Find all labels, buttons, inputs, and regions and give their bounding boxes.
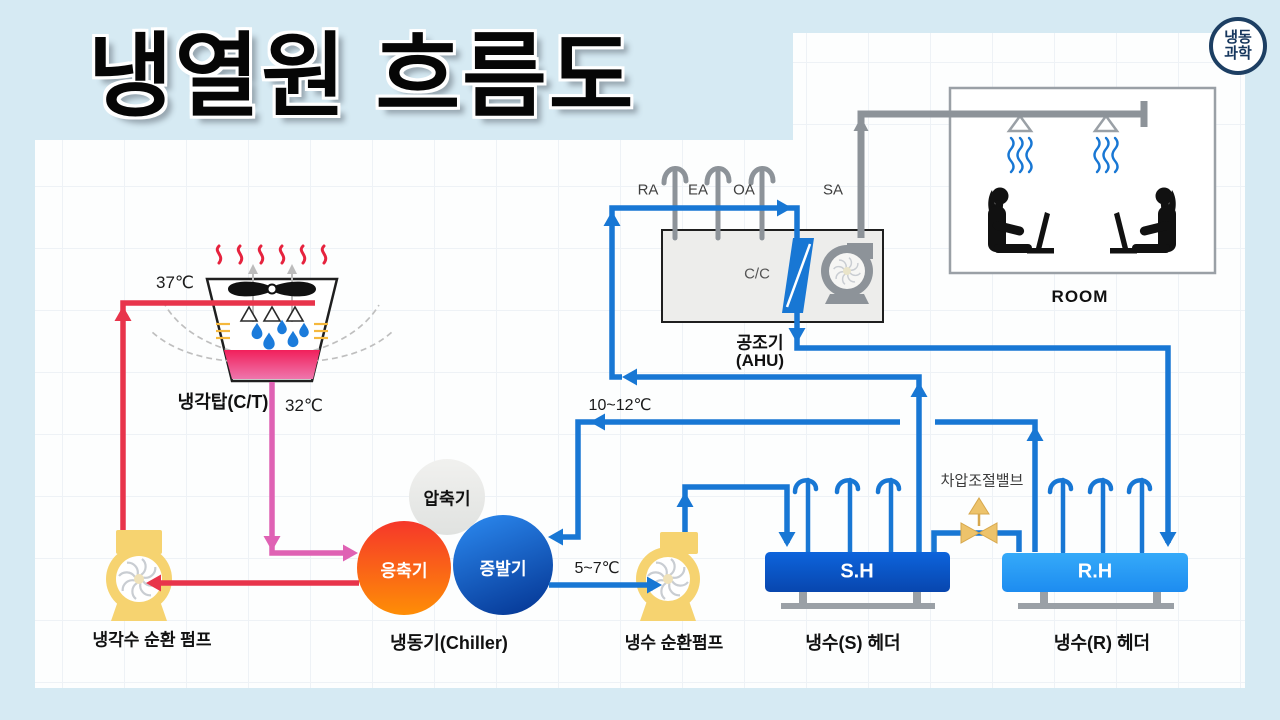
ahu-fan-icon bbox=[821, 243, 873, 304]
vent-sa-label: SA bbox=[822, 181, 844, 199]
cooling-water-warm-pipe bbox=[263, 382, 358, 562]
chilled-water-arrows bbox=[548, 199, 1177, 547]
return-header bbox=[1002, 553, 1188, 609]
chilled-return-temp-label: 10~12℃ bbox=[588, 397, 652, 414]
room bbox=[948, 86, 1217, 275]
ahu-unit bbox=[661, 229, 884, 323]
cooling-water-hot-pipe bbox=[114, 300, 315, 538]
channel-logo: 냉동 과학 bbox=[1209, 17, 1267, 75]
evaporator-label: 증발기 bbox=[479, 559, 527, 579]
compressor-label: 압축기 bbox=[423, 489, 471, 509]
spray-nozzles bbox=[239, 305, 305, 322]
temp-32-label: 32℃ bbox=[284, 396, 324, 415]
condenser-circle bbox=[357, 521, 451, 615]
chilled-water-pump-label: 냉수 순환펌프 bbox=[624, 633, 724, 653]
return-header-tag: R.H bbox=[1077, 560, 1113, 583]
cooling-water-return-pipe bbox=[146, 574, 359, 592]
chilled-supply-pipe bbox=[549, 576, 662, 594]
header-stub-pipes bbox=[792, 477, 1153, 555]
chiller bbox=[357, 459, 553, 615]
pressure-valve-label: 차압조절밸브 bbox=[940, 472, 1024, 490]
diffusers bbox=[1006, 113, 1120, 133]
page-title: 냉열원 흐름도 bbox=[88, 26, 636, 128]
cooling-water-pump-label: 냉각수 순환 펌프 bbox=[92, 630, 212, 650]
ahu-abbr-label: (AHU) bbox=[735, 351, 785, 370]
chilled-water-pump bbox=[636, 532, 700, 621]
evaporator-circle bbox=[453, 515, 553, 615]
tower-fan-icon bbox=[228, 281, 316, 297]
chiller-label: 냉동기(Chiller) bbox=[390, 633, 508, 653]
supply-header-label: 냉수(S) 헤더 bbox=[805, 633, 901, 653]
cold-air-waves bbox=[1007, 136, 1119, 174]
tower-water bbox=[224, 350, 320, 379]
sa-duct bbox=[853, 101, 1148, 238]
compressor-circle bbox=[409, 459, 485, 535]
water-drops bbox=[251, 319, 309, 350]
return-header-label: 냉수(R) 헤더 bbox=[1053, 633, 1151, 653]
vent-oa-label: OA bbox=[733, 181, 755, 199]
heat-squiggles bbox=[215, 244, 328, 265]
cooling-water-pump bbox=[106, 530, 172, 621]
logo-line1: 냉동 bbox=[1224, 29, 1252, 47]
supply-header bbox=[765, 552, 950, 609]
ahu-name-label: 공조기 bbox=[736, 333, 784, 353]
chilled-supply-temp-label: 5~7℃ bbox=[574, 560, 620, 577]
person-left bbox=[988, 187, 1054, 254]
cooling-coil-label: C/C bbox=[744, 265, 770, 283]
vent-ea-label: EA bbox=[687, 181, 709, 199]
ahu-vent-pipes bbox=[661, 166, 776, 241]
pressure-valve-icon bbox=[960, 497, 998, 544]
cooling-tower bbox=[151, 244, 393, 383]
vent-ra-label: RA bbox=[637, 181, 659, 199]
nozzle-ticks bbox=[216, 322, 328, 340]
logo-line2: 과학 bbox=[1224, 45, 1252, 62]
room-label: ROOM bbox=[1051, 287, 1109, 306]
person-right bbox=[1110, 187, 1176, 254]
condenser-label: 응축기 bbox=[380, 561, 428, 581]
chilled-water-piping bbox=[554, 205, 1171, 555]
temp-37-label: 37℃ bbox=[155, 273, 195, 292]
cooling-tower-label: 냉각탑(C/T) bbox=[177, 392, 269, 412]
supply-header-tag: S.H bbox=[840, 560, 874, 583]
